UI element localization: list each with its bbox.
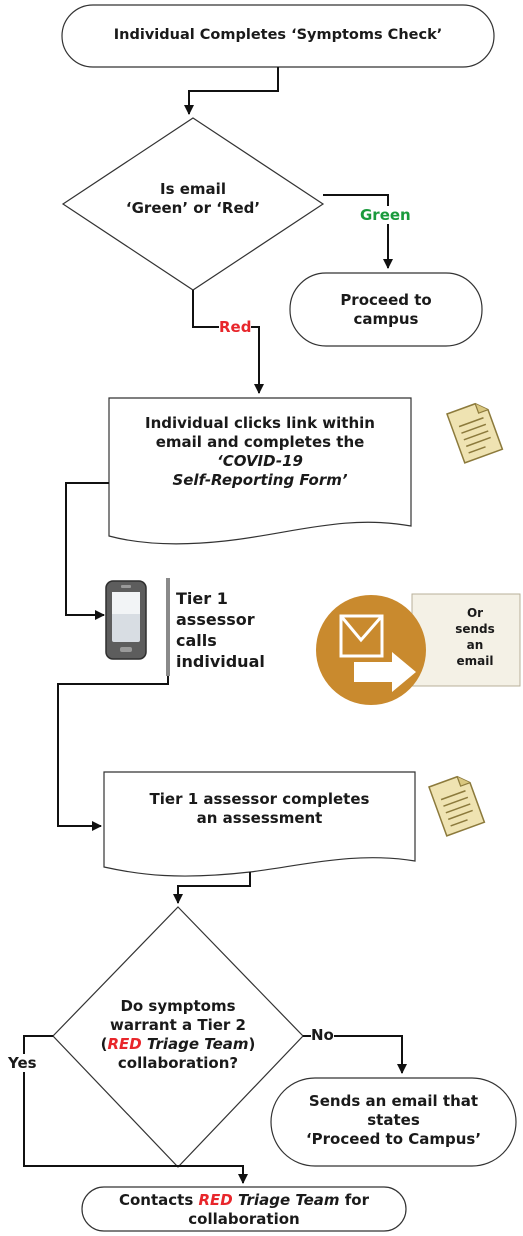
proceed-label: Proceed to campus (340, 291, 432, 328)
tier1-call-label: Tier 1 assessor calls individual (176, 589, 265, 671)
yes-branch-label: Yes (8, 1054, 37, 1072)
connector-start-decision (184, 67, 279, 115)
green-branch-label: Green (360, 206, 411, 224)
send-email-icon (316, 593, 521, 705)
form-label: Individual clicks link within email and … (145, 414, 375, 489)
connector-yes (23, 1035, 248, 1184)
form-document (108, 397, 412, 545)
no-branch-label: No (311, 1026, 334, 1044)
contacts-label: Contacts RED Triage Team for collaborati… (118, 1191, 370, 1228)
connector-green (323, 194, 393, 269)
assessment-label: Tier 1 assessor completes an assessment (149, 790, 370, 827)
mobile-phone-icon (105, 580, 147, 660)
assessment-document (103, 771, 416, 877)
connector-assessment-decision (173, 872, 251, 904)
connector-red (192, 290, 264, 394)
start-label: Individual Completes ‘Symptoms Check’ (113, 27, 443, 43)
red-branch-label: Red (219, 318, 252, 336)
connector-no (303, 1035, 407, 1074)
document-icon (428, 775, 486, 837)
sends-email-label: Sends an email that states ‘Proceed to C… (305, 1092, 482, 1148)
connector-tier1-assessment (57, 676, 169, 831)
email-alt-label: Or sends an email (455, 606, 495, 668)
decision-email-label: Is email ‘Green’ or ‘Red’ (125, 180, 261, 217)
annotation-bar (166, 578, 170, 676)
connector-form-phone (65, 482, 109, 620)
decision-tier2-label: Do symptoms warrant a Tier 2 (RED Triage… (100, 997, 256, 1072)
document-icon (446, 402, 504, 464)
contacts-terminator (81, 1186, 407, 1232)
sends-email-terminator (270, 1077, 517, 1167)
proceed-terminator (289, 272, 483, 347)
